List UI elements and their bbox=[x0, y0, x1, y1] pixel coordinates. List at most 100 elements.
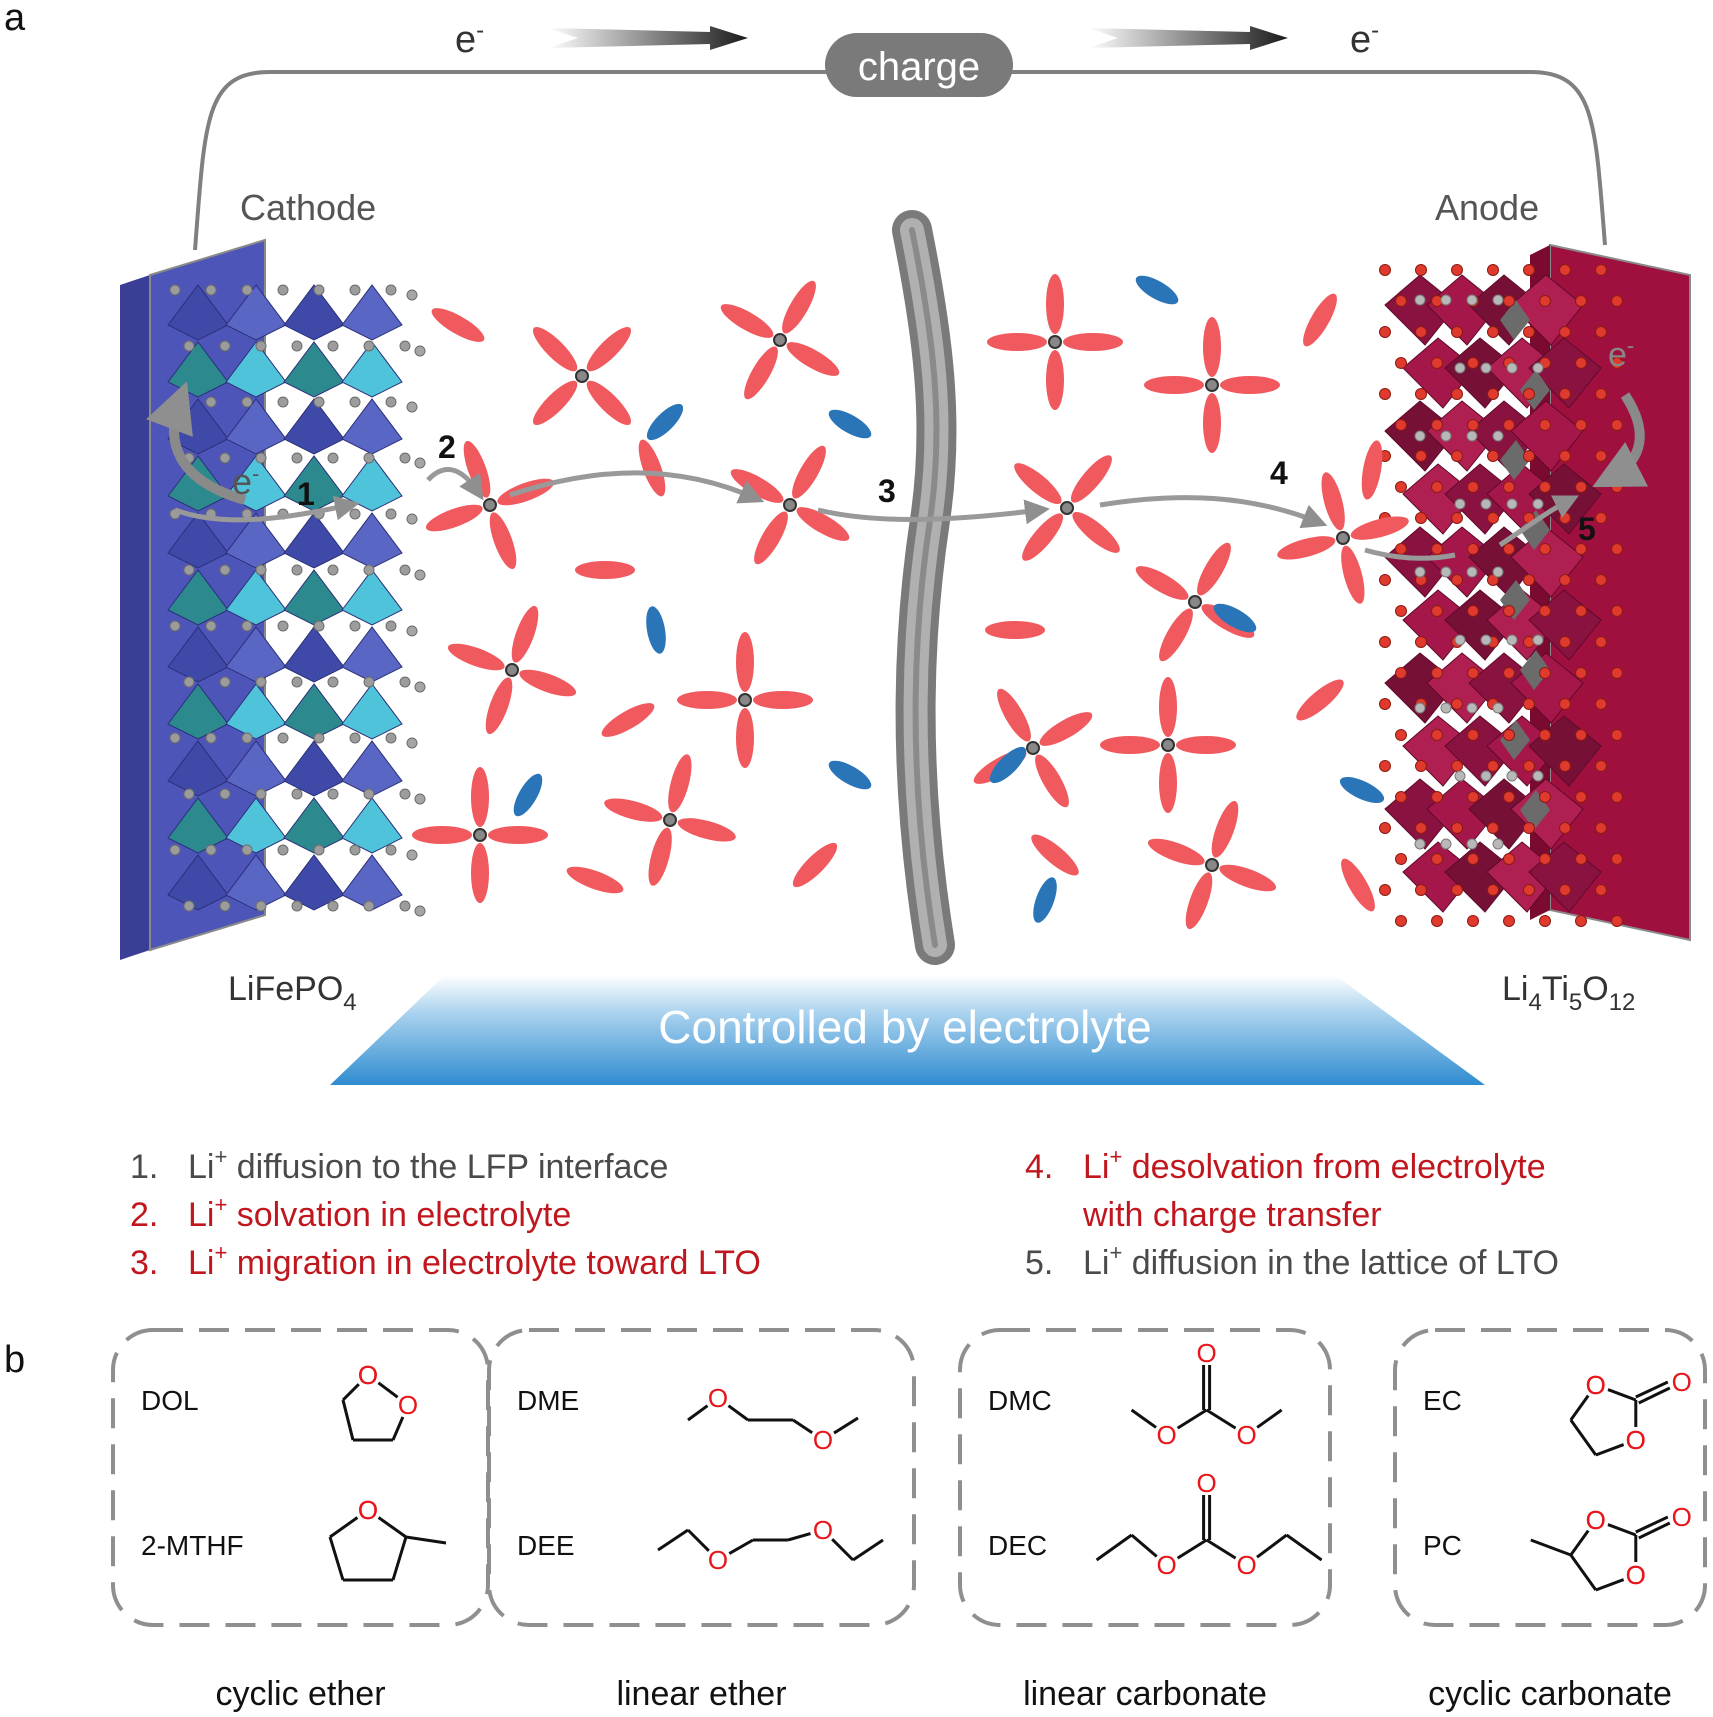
oxygen-atom bbox=[1611, 791, 1623, 803]
oxygen-atom bbox=[1451, 574, 1463, 586]
li-atom bbox=[219, 564, 231, 576]
cathode-polyhedron bbox=[341, 284, 403, 341]
li-ion bbox=[1205, 378, 1219, 392]
li-atom bbox=[255, 452, 267, 464]
oxygen-atom bbox=[1395, 419, 1407, 431]
step-item-5: 5.Li+ diffusion in the lattice of LTO bbox=[1025, 1240, 1559, 1282]
li-atom bbox=[1480, 498, 1492, 510]
li-ion bbox=[483, 498, 497, 512]
li-atom bbox=[399, 676, 411, 688]
li-atom bbox=[327, 676, 339, 688]
li-atom bbox=[414, 793, 426, 805]
solvent-molecule bbox=[447, 643, 505, 671]
li-atom bbox=[291, 564, 303, 576]
solvent-molecule bbox=[1203, 393, 1221, 453]
oxygen-label: O bbox=[1156, 1550, 1176, 1580]
free-solvent-molecule bbox=[1296, 679, 1344, 721]
oxygen-atom bbox=[1451, 698, 1463, 710]
li-atom bbox=[1492, 430, 1504, 442]
li-atom bbox=[1454, 498, 1466, 510]
li-atom bbox=[1414, 838, 1426, 850]
li-atom bbox=[313, 284, 325, 296]
oxygen-atom bbox=[1431, 915, 1443, 927]
solvent-molecule bbox=[1135, 566, 1189, 600]
li-atom bbox=[1454, 770, 1466, 782]
li-atom bbox=[349, 396, 361, 408]
li-atom bbox=[363, 564, 375, 576]
oxygen-atom bbox=[1611, 543, 1623, 555]
li-atom bbox=[385, 396, 397, 408]
li-atom bbox=[219, 340, 231, 352]
solvent-molecule bbox=[519, 669, 577, 697]
solvent-molecule bbox=[786, 342, 840, 376]
oxygen-atom bbox=[1611, 419, 1623, 431]
bond bbox=[1205, 1538, 1237, 1560]
cathode-polyhedron bbox=[283, 284, 345, 341]
solvent-molecule bbox=[677, 818, 736, 842]
anion bbox=[1339, 776, 1385, 804]
oxygen-atom bbox=[1379, 388, 1391, 400]
bond bbox=[329, 1516, 359, 1539]
oxygen-atom bbox=[1595, 388, 1607, 400]
bond bbox=[391, 1536, 408, 1581]
li-atom bbox=[1414, 430, 1426, 442]
solvent-molecule bbox=[736, 708, 754, 768]
oxygen-atom bbox=[1611, 605, 1623, 617]
oxygen-atom bbox=[1611, 667, 1623, 679]
oxygen-label: O bbox=[1626, 1560, 1646, 1590]
oxygen-atom bbox=[1503, 543, 1515, 555]
oxygen-atom bbox=[1451, 450, 1463, 462]
solvent-molecule bbox=[1159, 608, 1193, 662]
free-solvent-molecule bbox=[1031, 834, 1079, 876]
bond bbox=[686, 1528, 710, 1552]
solvent-molecule bbox=[1197, 542, 1231, 596]
oxygen-atom bbox=[1503, 729, 1515, 741]
li-atom bbox=[277, 844, 289, 856]
solvent-molecule bbox=[1321, 472, 1345, 531]
oxygen-atom bbox=[1431, 853, 1443, 865]
oxygen-atom bbox=[1451, 388, 1463, 400]
oxygen-atom bbox=[1379, 884, 1391, 896]
oxygen-atom bbox=[1611, 729, 1623, 741]
oxygen-atom bbox=[1503, 481, 1515, 493]
li-atom bbox=[169, 844, 181, 856]
bond bbox=[1638, 1521, 1671, 1540]
li-ion bbox=[1026, 741, 1040, 755]
li-atom bbox=[349, 844, 361, 856]
oxygen-atom bbox=[1539, 667, 1551, 679]
solvent-molecule bbox=[463, 440, 491, 498]
li-atom bbox=[363, 900, 375, 912]
solvent-molecule bbox=[1185, 872, 1213, 930]
oxygen-atom bbox=[1487, 822, 1499, 834]
li-atom bbox=[313, 732, 325, 744]
oxygen-atom bbox=[1467, 543, 1479, 555]
solvent-molecule bbox=[488, 826, 548, 844]
li-ion bbox=[1060, 501, 1074, 515]
li-atom bbox=[1466, 566, 1478, 578]
oxygen-atom bbox=[1395, 357, 1407, 369]
oxygen-atom bbox=[1523, 388, 1535, 400]
path-arrow-2 bbox=[426, 467, 484, 501]
li-atom bbox=[399, 900, 411, 912]
electron-label-right: e- bbox=[1350, 17, 1379, 61]
bond bbox=[727, 1404, 749, 1422]
solvent-molecule bbox=[485, 677, 513, 735]
li-atom bbox=[1466, 294, 1478, 306]
oxygen-atom bbox=[1539, 729, 1551, 741]
oxygen-atom bbox=[1467, 605, 1479, 617]
li-atom bbox=[1414, 702, 1426, 714]
oxygen-atom bbox=[1451, 884, 1463, 896]
solvent-molecule bbox=[1159, 753, 1177, 813]
oxygen-atom bbox=[1467, 853, 1479, 865]
solvent-molecule bbox=[586, 326, 632, 372]
oxygen-label: O bbox=[708, 1545, 728, 1575]
group-frame bbox=[1393, 1328, 1707, 1627]
oxygen-atom bbox=[1575, 543, 1587, 555]
li-atom bbox=[313, 396, 325, 408]
oxygen-atom bbox=[1487, 326, 1499, 338]
solvent-molecule bbox=[1144, 376, 1204, 394]
bond bbox=[405, 1535, 447, 1545]
anion bbox=[646, 606, 666, 654]
